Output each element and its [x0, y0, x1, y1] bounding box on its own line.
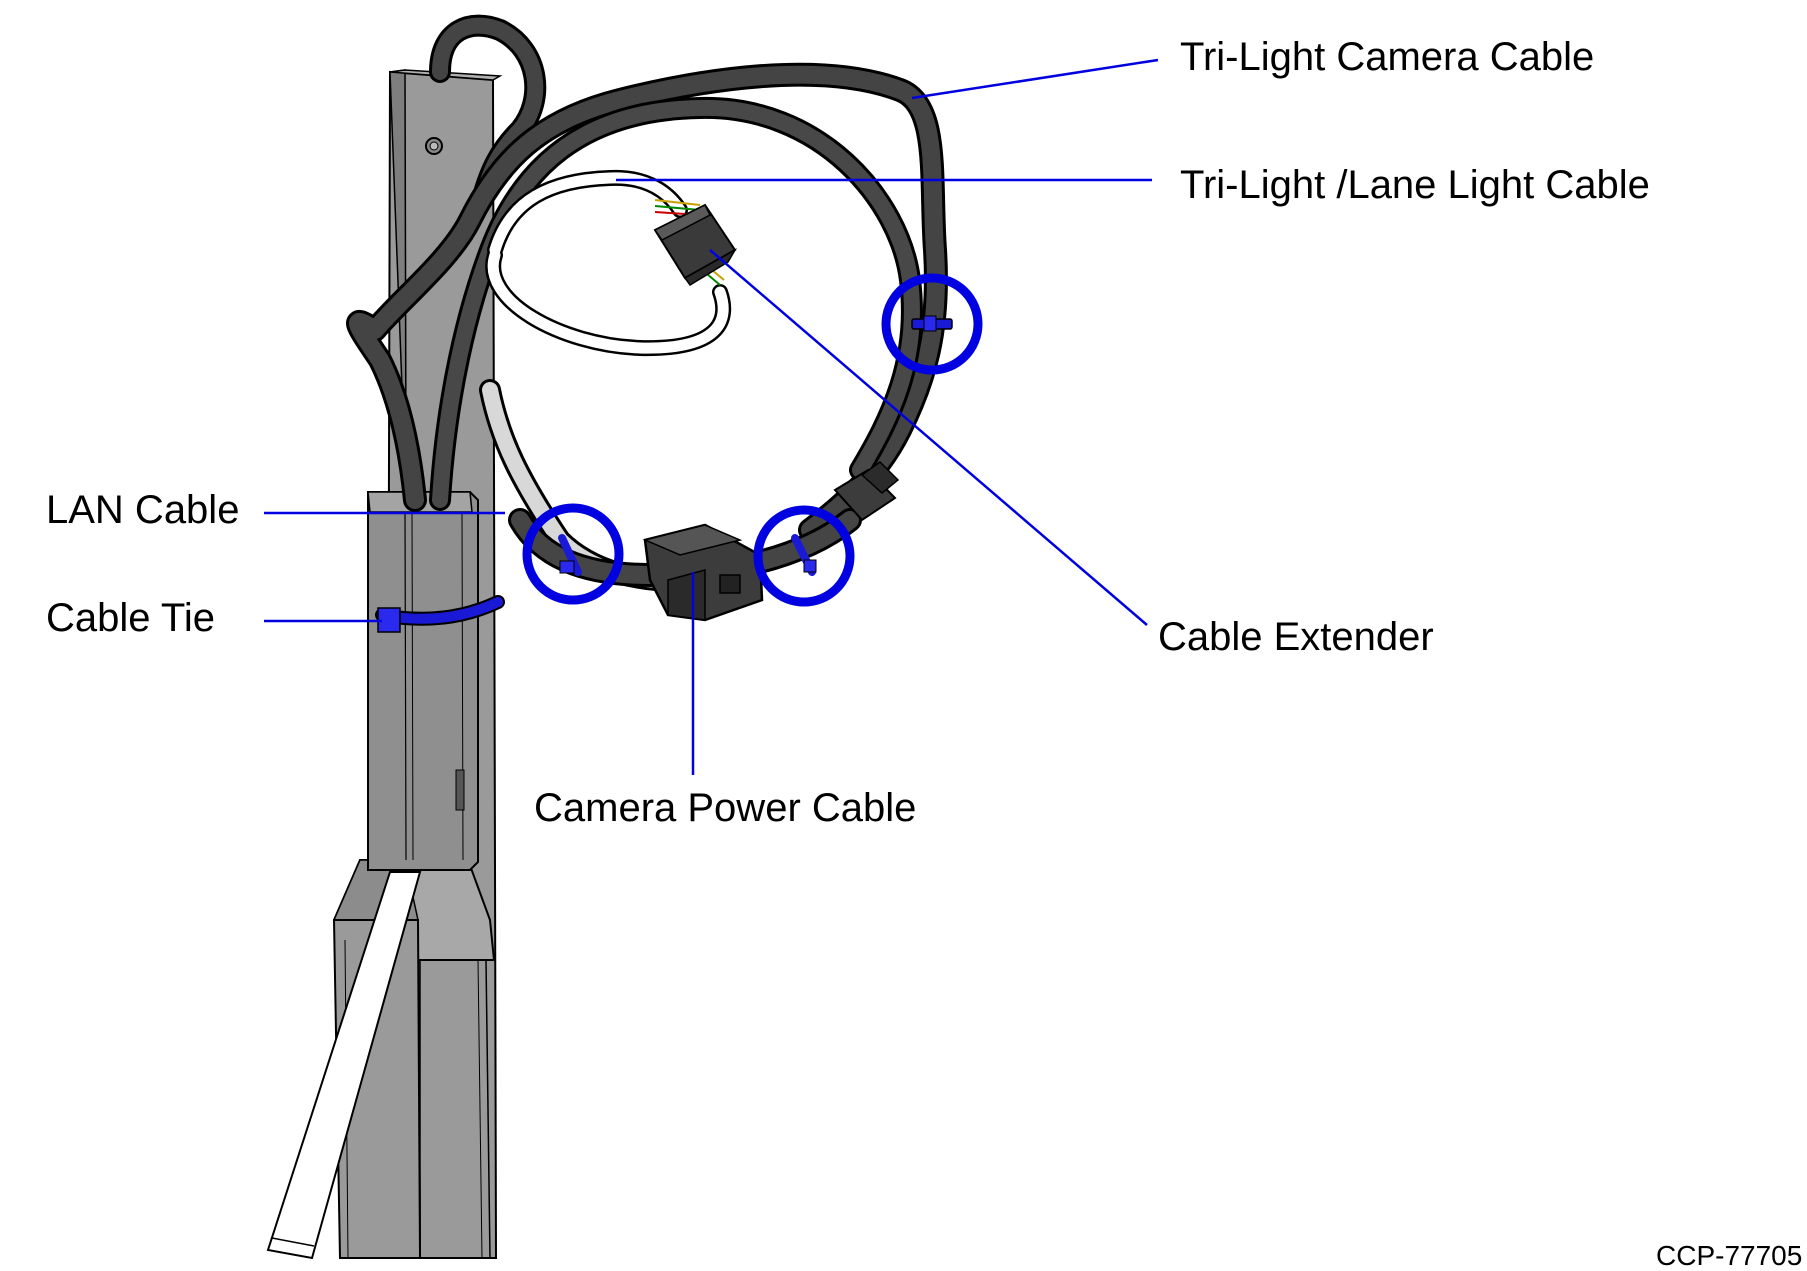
- cable-extender-connector: [653, 199, 738, 287]
- figure-id: CCP-77705: [1656, 1240, 1803, 1271]
- label-lan-cable: LAN Cable: [46, 488, 240, 532]
- cable-tie-left-loop: [558, 534, 582, 576]
- highlight-circle-left: [522, 503, 624, 605]
- white-strap: [266, 871, 422, 1260]
- highlight-circles: [522, 273, 983, 607]
- label-tri-light-camera-cable: Tri-Light Camera Cable: [1180, 35, 1595, 79]
- label-camera-power-cable: Camera Power Cable: [534, 786, 917, 830]
- highlight-circle-top-right: [881, 273, 983, 375]
- cable-ties: [558, 315, 953, 576]
- label-tri-light-lane-light-cable: Tri-Light /Lane Light Cable: [1180, 163, 1650, 207]
- leader-lines: [264, 58, 1159, 775]
- leader-cable-extender: [709, 249, 1148, 626]
- label-cable-tie: Cable Tie: [46, 596, 215, 640]
- leader-tri-light-camera-cable: [911, 58, 1159, 100]
- cable-tie-on-pole: [375, 595, 505, 633]
- cable-sleeve: [367, 491, 479, 871]
- ferrite-core: [642, 523, 764, 622]
- highlight-circle-right: [753, 505, 855, 607]
- rj-connector: [833, 461, 900, 522]
- label-cable-extender: Cable Extender: [1158, 615, 1434, 659]
